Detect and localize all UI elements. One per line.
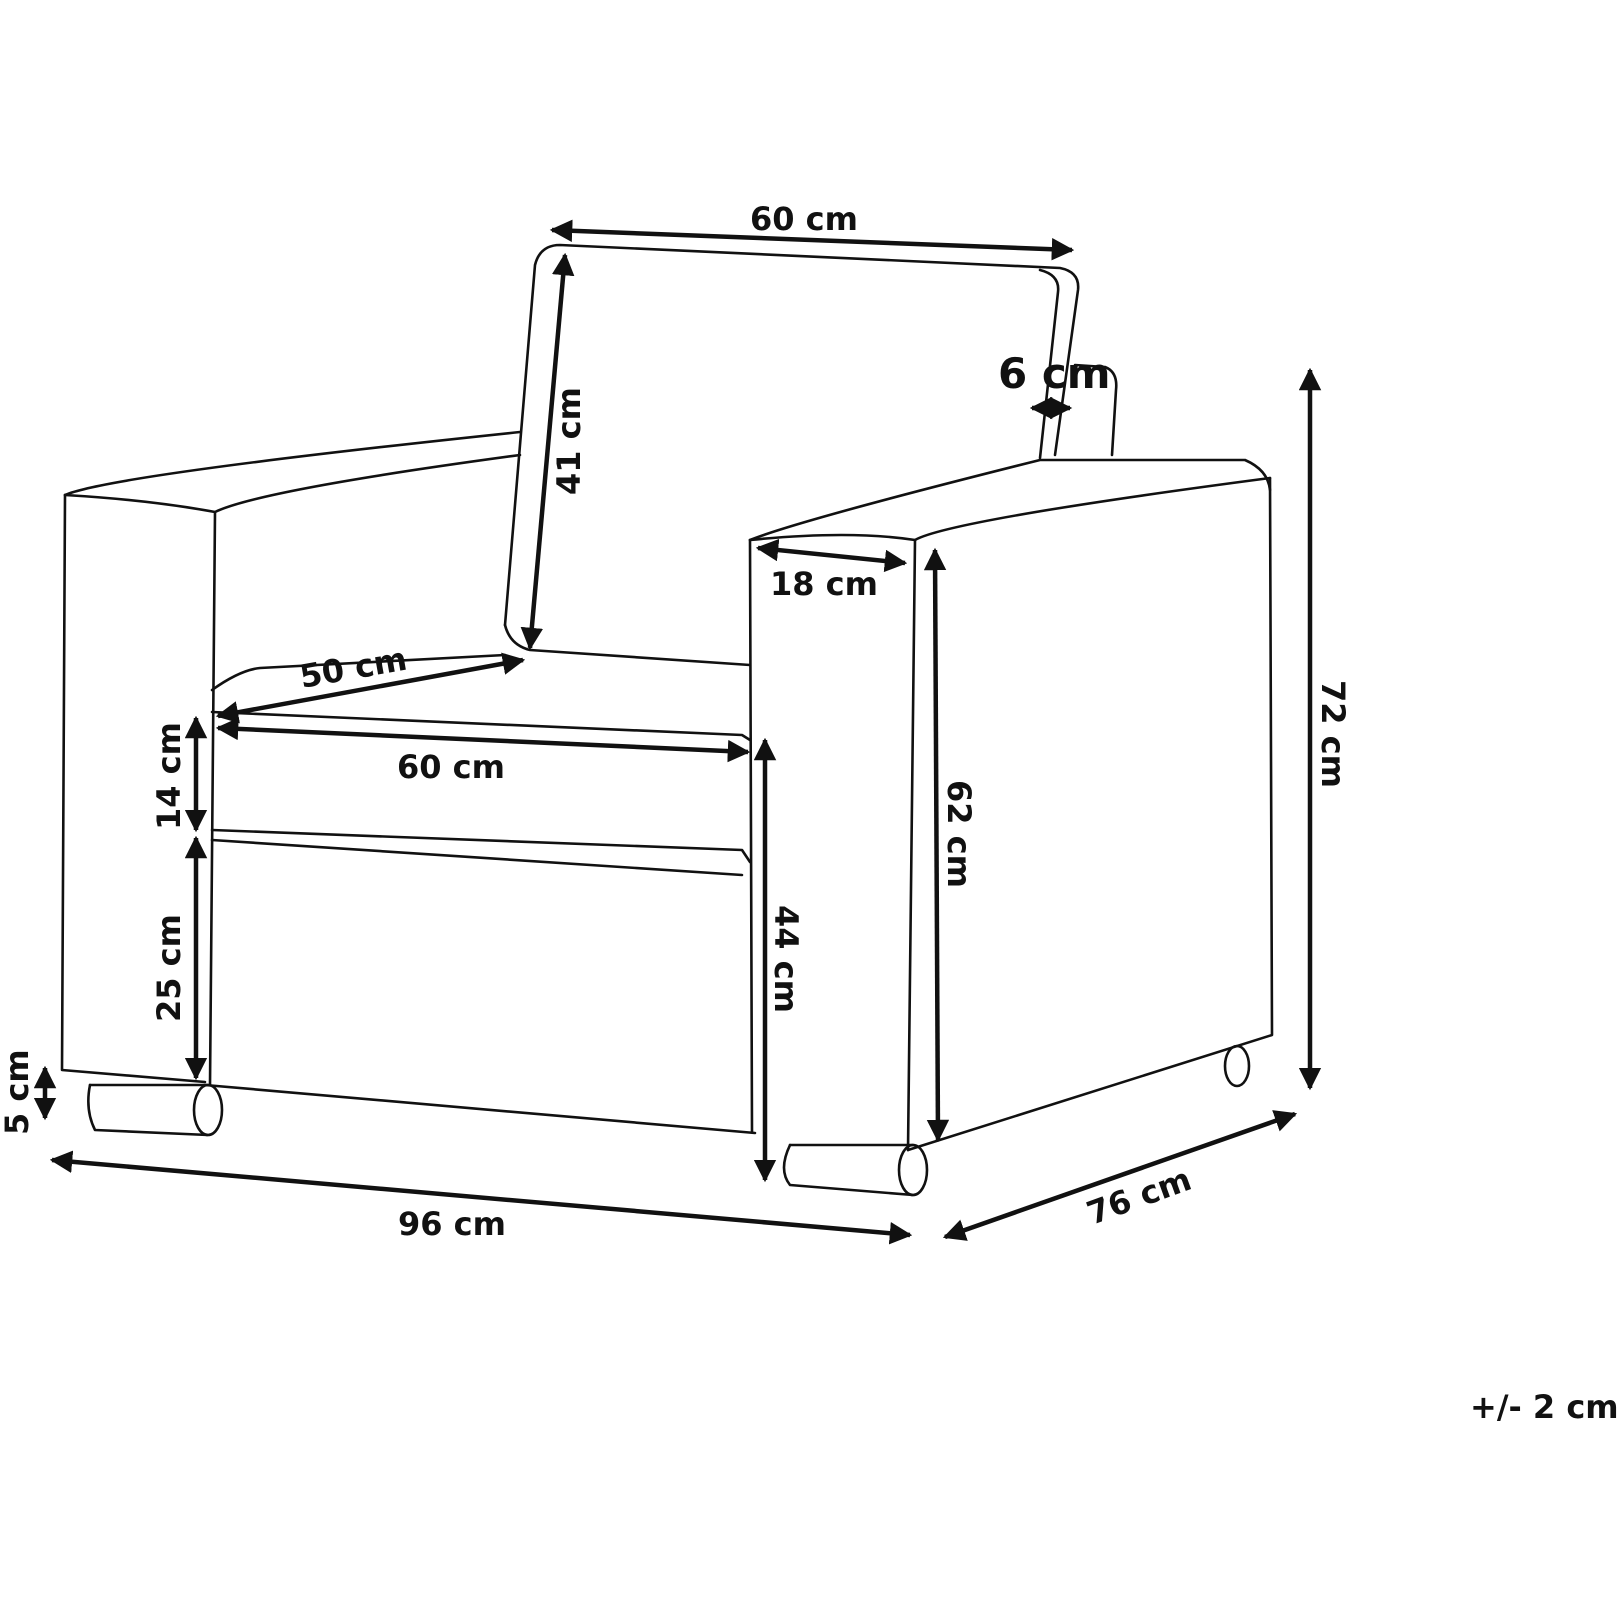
label-base-height: 25 cm [150, 914, 188, 1022]
label-total-width: 96 cm [398, 1205, 506, 1243]
label-seat-width: 60 cm [397, 748, 505, 786]
label-seat-depth: 50 cm [297, 640, 410, 696]
chair-outline [60, 243, 1274, 1197]
label-cushion-height: 14 cm [150, 722, 188, 830]
label-backrest-height: 41 cm [550, 387, 588, 495]
label-backrest-thickness: 6 cm [998, 349, 1111, 398]
label-total-height: 72 cm [1314, 680, 1352, 788]
label-armrest-height: 62 cm [940, 780, 978, 888]
tolerance-note: +/- 2 cm [1470, 1388, 1619, 1426]
label-backrest-width: 60 cm [750, 200, 858, 238]
label-leg-height: 5 cm [0, 1049, 36, 1135]
label-armrest-width: 18 cm [770, 565, 878, 603]
label-seat-height: 44 cm [767, 905, 805, 1013]
dimension-arrows [33, 219, 1322, 1245]
